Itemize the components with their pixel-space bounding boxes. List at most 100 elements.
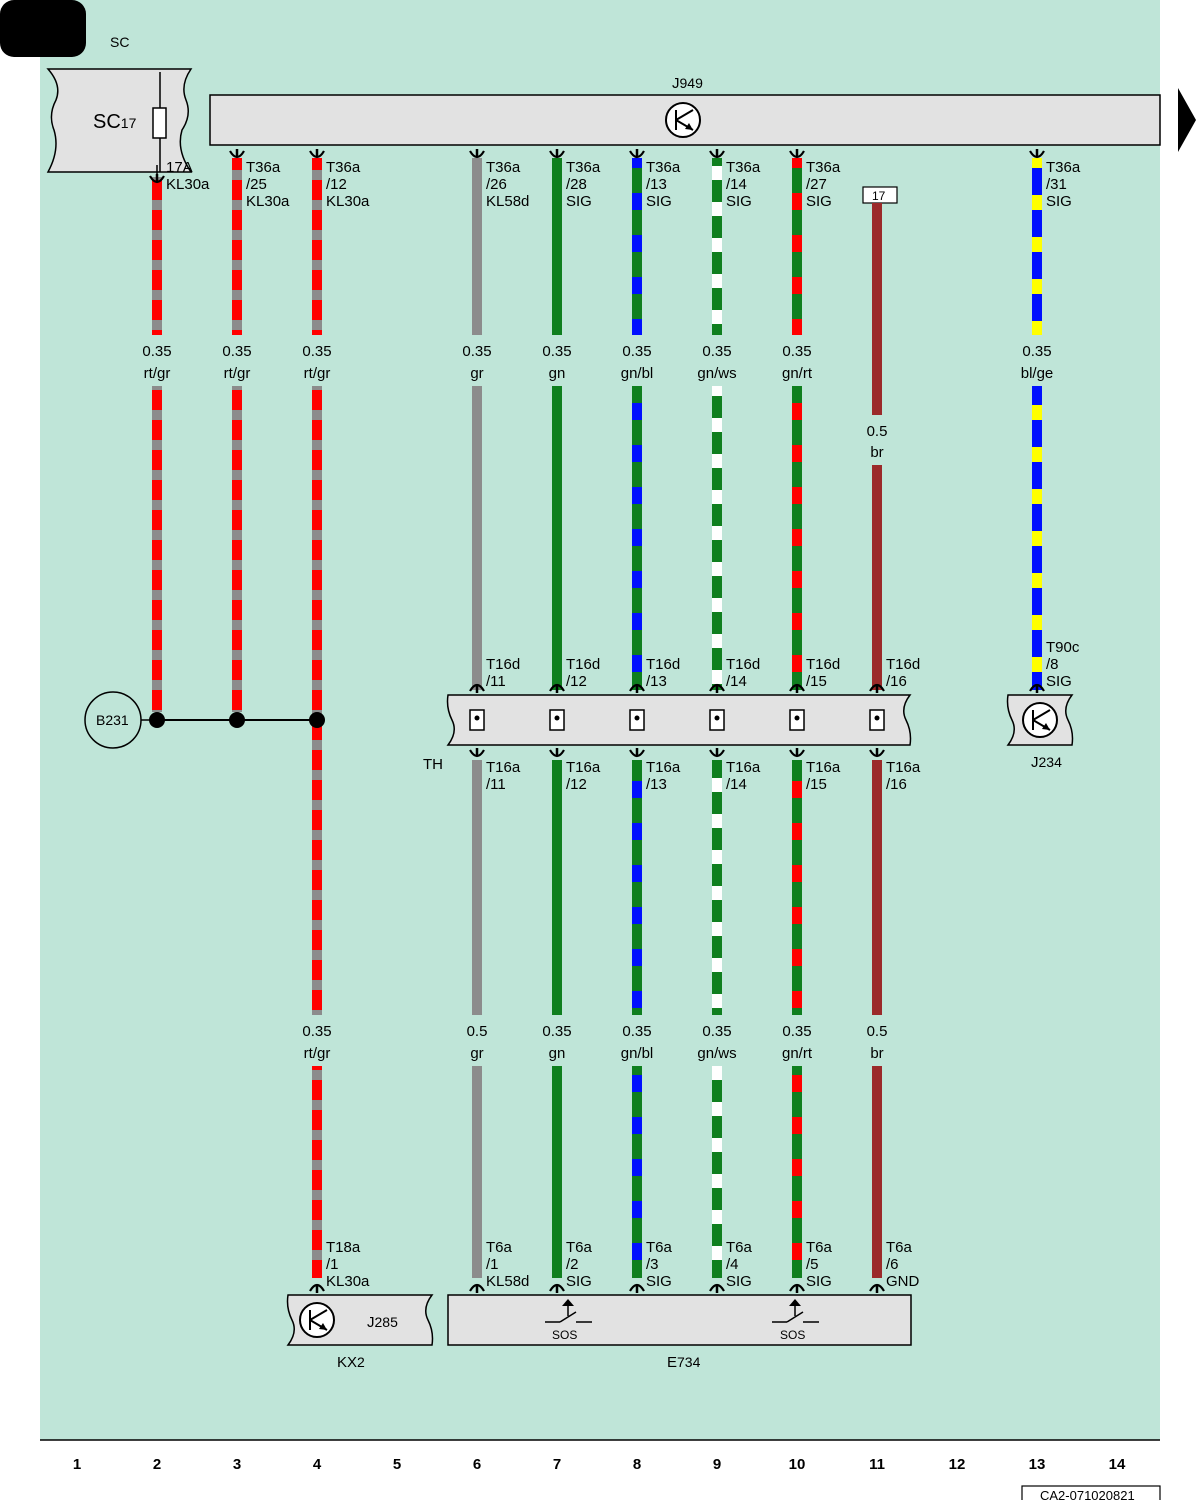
transistor-icon bbox=[299, 1302, 335, 1338]
pin-label: T18a bbox=[326, 1239, 361, 1256]
fuse-box bbox=[46, 68, 193, 173]
wire-color-label: br bbox=[870, 444, 883, 461]
pin-label: SIG bbox=[806, 1273, 832, 1290]
pin-label: T16a bbox=[886, 759, 921, 776]
pin-label: KL58d bbox=[486, 1273, 529, 1290]
pin-label: KL30a bbox=[326, 1273, 370, 1290]
pin-label: /13 bbox=[646, 176, 667, 193]
wire-segment bbox=[712, 760, 722, 1015]
wire-segment bbox=[312, 1066, 322, 1278]
wire-color-label: gn bbox=[549, 1045, 566, 1062]
pin-label: /11 bbox=[486, 673, 506, 690]
wire-segment bbox=[712, 158, 722, 335]
connector-pin-dot bbox=[634, 715, 640, 721]
wire-segment bbox=[1032, 158, 1042, 335]
wire-color-label: gn bbox=[549, 365, 566, 382]
pin-label: SIG bbox=[566, 193, 592, 210]
wire-segment bbox=[872, 1066, 882, 1278]
b231-label: B231 bbox=[96, 712, 129, 728]
wire-segment bbox=[152, 386, 162, 712]
wire-color-label: gr bbox=[470, 1045, 483, 1062]
wire-segment bbox=[472, 1066, 482, 1278]
pin-label: SIG bbox=[646, 1273, 672, 1290]
column-number: 3 bbox=[233, 1456, 241, 1473]
wire-size-label: 0.35 bbox=[462, 343, 491, 360]
pin-label: T16a bbox=[566, 759, 601, 776]
pin-label: SIG bbox=[806, 193, 832, 210]
pin-label: /13 bbox=[646, 673, 667, 690]
wire-segment bbox=[792, 386, 802, 690]
pin-label: /1 bbox=[486, 1256, 499, 1273]
pin-label: SIG bbox=[646, 193, 672, 210]
wire-size-label: 0.35 bbox=[302, 1023, 331, 1040]
corner-label: SC bbox=[110, 34, 129, 50]
pin-label: /11 bbox=[486, 776, 506, 793]
wire-size-label: 0.5 bbox=[867, 1023, 888, 1040]
wire-color-label: gn/ws bbox=[697, 365, 736, 382]
wire-size-label: 0.35 bbox=[702, 343, 731, 360]
wire-size-label: 0.35 bbox=[1022, 343, 1051, 360]
wire-segment bbox=[712, 386, 722, 690]
column-number: 10 bbox=[789, 1456, 806, 1473]
connector-pin-dot bbox=[714, 715, 720, 721]
wire-segment bbox=[552, 386, 562, 690]
pin-label: T36a bbox=[726, 159, 761, 176]
pin-label: /26 bbox=[486, 176, 507, 193]
wire-color-label: rt/gr bbox=[304, 365, 331, 382]
pin-label: T16d bbox=[486, 656, 520, 673]
splice-dot bbox=[149, 712, 165, 728]
fuse-icon bbox=[152, 72, 167, 172]
pin-label: /16 bbox=[886, 776, 907, 793]
wire-color-label: bl/ge bbox=[1021, 365, 1054, 382]
wire-segment bbox=[632, 386, 642, 690]
column-number: 8 bbox=[633, 1456, 641, 1473]
column-number: 13 bbox=[1029, 1456, 1046, 1473]
pin-label: T16d bbox=[646, 656, 680, 673]
pin-label: T16d bbox=[806, 656, 840, 673]
wire-segment bbox=[792, 158, 802, 335]
splice-dot bbox=[229, 712, 245, 728]
pin-label: /27 bbox=[806, 176, 827, 193]
kx2-label: KX2 bbox=[337, 1354, 365, 1371]
wire-segment bbox=[472, 386, 482, 690]
wire-color-label: gn/rt bbox=[782, 1045, 813, 1062]
column-number: 11 bbox=[869, 1456, 885, 1473]
pin-label: T6a bbox=[726, 1239, 753, 1256]
wire-size-label: 0.5 bbox=[467, 1023, 488, 1040]
sos-button-icon bbox=[545, 1299, 592, 1323]
pin-label: T36a bbox=[326, 159, 361, 176]
pin-label: /15 bbox=[806, 673, 827, 690]
pin-label: T6a bbox=[566, 1239, 593, 1256]
pin-label: T16a bbox=[726, 759, 761, 776]
column-number: 2 bbox=[153, 1456, 161, 1473]
wire-size-label: 0.35 bbox=[782, 343, 811, 360]
j285-label: J285 bbox=[367, 1314, 398, 1331]
wire-segment bbox=[552, 1066, 562, 1278]
fuse-box-label: SC17 bbox=[93, 111, 137, 133]
connector-pin-dot bbox=[874, 715, 880, 721]
wire-segment bbox=[152, 177, 162, 335]
wires bbox=[149, 149, 1045, 1293]
pin-label: /5 bbox=[806, 1256, 819, 1273]
wire-segment bbox=[312, 158, 322, 335]
column-number: 5 bbox=[393, 1456, 401, 1473]
wire-size-label: 0.35 bbox=[622, 1023, 651, 1040]
wire-size-label: 0.5 bbox=[867, 423, 888, 440]
pin-label: SIG bbox=[726, 1273, 752, 1290]
wire-segment bbox=[632, 760, 642, 1015]
transistor-icon bbox=[665, 102, 701, 138]
pin-label: KL30a bbox=[326, 193, 370, 210]
pin-label: /1 bbox=[326, 1256, 339, 1273]
wire-color-label: gn/ws bbox=[697, 1045, 736, 1062]
pin-label: SIG bbox=[566, 1273, 592, 1290]
wire-color-label: br bbox=[870, 1045, 883, 1062]
pin-label: T36a bbox=[566, 159, 601, 176]
pin-label: 17A bbox=[166, 159, 193, 176]
column-number: 9 bbox=[713, 1456, 721, 1473]
pin-label: T16d bbox=[566, 656, 600, 673]
column-number: 14 bbox=[1109, 1456, 1126, 1473]
wire-segment bbox=[472, 158, 482, 335]
column-number: 6 bbox=[473, 1456, 481, 1473]
